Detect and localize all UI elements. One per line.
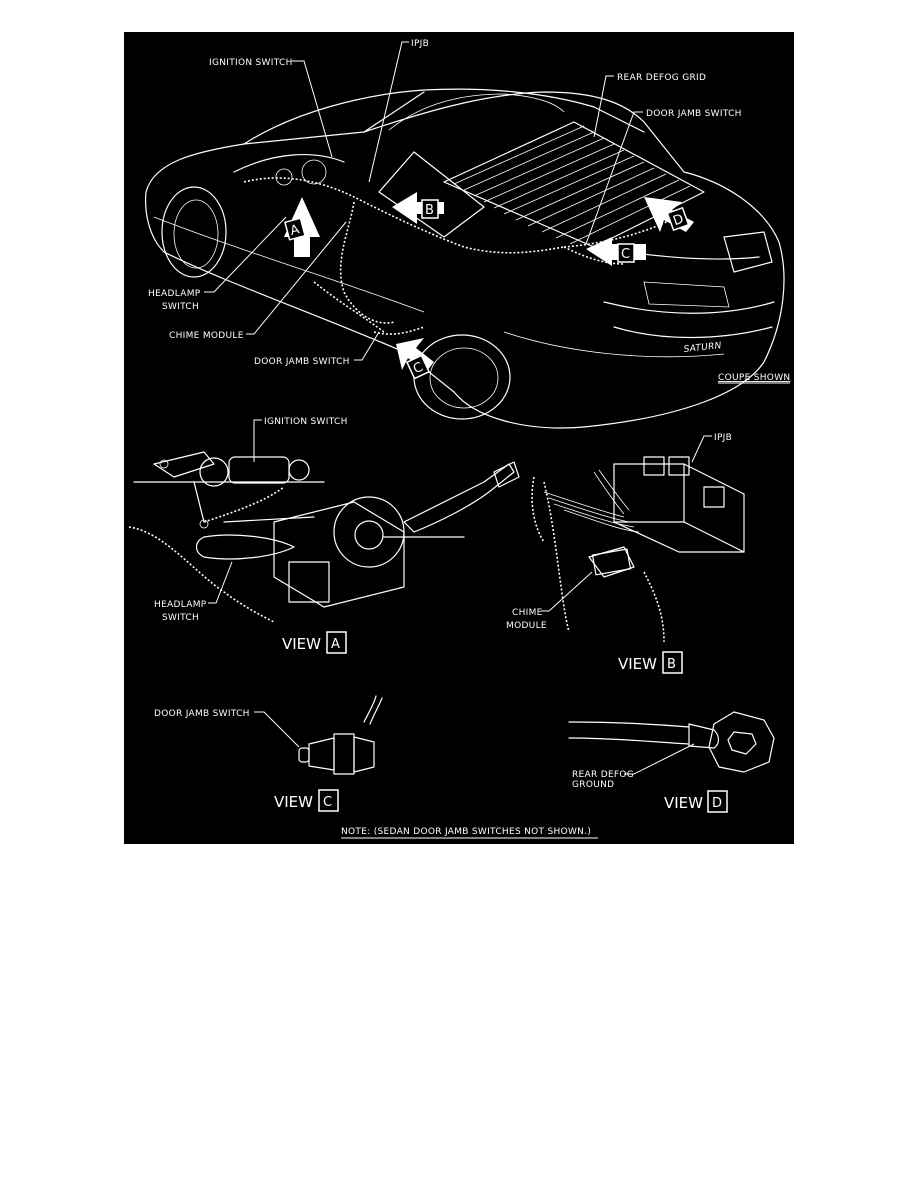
car-badge: SATURN: [683, 341, 722, 355]
view-a-headlamp-line1: HEADLAMP: [154, 600, 207, 610]
view-b-detail: IPJB CHIME MODULE VIEW B: [506, 433, 745, 674]
view-d-box: [707, 790, 728, 813]
car-illustration: SATURN: [144, 88, 785, 429]
view-d-letter: D: [712, 796, 722, 811]
view-c-detail: DOOR JAMB SWITCH VIEW C: [154, 695, 383, 812]
callout-rear-defog-grid: REAR DEFOG GRID: [617, 73, 706, 83]
box-c-upper: [617, 243, 635, 263]
callout-door-jamb-switch: DOOR JAMB SWITCH: [646, 109, 742, 119]
arrow-b: [392, 192, 444, 224]
arrow-c-upper: [586, 237, 646, 266]
callout-chime-module: CHIME MODULE: [169, 331, 244, 341]
view-c-door-jamb-switch: DOOR JAMB SWITCH: [154, 709, 250, 719]
callout-coupe-shown: COUPE SHOWN: [718, 373, 790, 383]
view-b-chime-line2: MODULE: [506, 621, 547, 631]
callouts: IGNITION SWITCH IPJB REAR DEFOG GRID DOO…: [148, 39, 790, 384]
view-b-chime-line1: CHIME: [512, 608, 543, 618]
note: NOTE: (SEDAN DOOR JAMB SWITCHES NOT SHOW…: [341, 827, 591, 837]
view-b-ipjb: IPJB: [714, 433, 732, 443]
callout-door-jamb-switch-lower: DOOR JAMB SWITCH: [254, 357, 350, 367]
view-arrows: [284, 192, 694, 372]
callout-headlamp-line1: HEADLAMP: [148, 289, 201, 299]
view-a-box: [326, 631, 347, 654]
view-a-ignition-switch: IGNITION SWITCH: [264, 417, 348, 427]
box-c-upper-letter: C: [621, 247, 630, 262]
view-a-letter: A: [331, 637, 340, 652]
callout-ipjb: IPJB: [411, 39, 429, 49]
box-b: [421, 199, 439, 219]
wiring-diagram: SATURN A B C D C IGNITION SWITCH IPJB RE…: [124, 32, 794, 844]
box-a-letter: A: [289, 222, 302, 239]
view-a-detail: IGNITION SWITCH HEADLAMP SWITCH VIEW A: [128, 417, 520, 654]
box-d: [666, 206, 690, 232]
view-c-title: VIEW: [274, 793, 313, 811]
view-c-letter: C: [323, 795, 332, 810]
view-b-title: VIEW: [618, 655, 657, 673]
box-a: [284, 217, 306, 241]
box-b-letter: B: [425, 203, 434, 218]
diagram-canvas: SATURN A B C D C IGNITION SWITCH IPJB RE…: [128, 39, 790, 839]
callout-headlamp-line2: SWITCH: [162, 302, 199, 312]
view-d-title: VIEW: [664, 794, 703, 812]
view-d-detail: REAR DEFOG GROUND VIEW D: [568, 711, 775, 813]
box-d-letter: D: [671, 212, 686, 230]
view-c-box: [318, 789, 339, 812]
box-c-lower: [405, 354, 431, 380]
view-a-headlamp-line2: SWITCH: [162, 613, 199, 623]
callout-ignition-switch: IGNITION SWITCH: [209, 58, 293, 68]
view-b-box: [662, 651, 683, 674]
view-d-ground-line1: REAR DEFOG: [572, 770, 634, 780]
view-a-title: VIEW: [282, 635, 321, 653]
arrow-letter-boxes: A B C D C: [284, 199, 690, 380]
view-b-letter: B: [667, 657, 676, 672]
view-d-ground-line2: GROUND: [572, 780, 614, 790]
